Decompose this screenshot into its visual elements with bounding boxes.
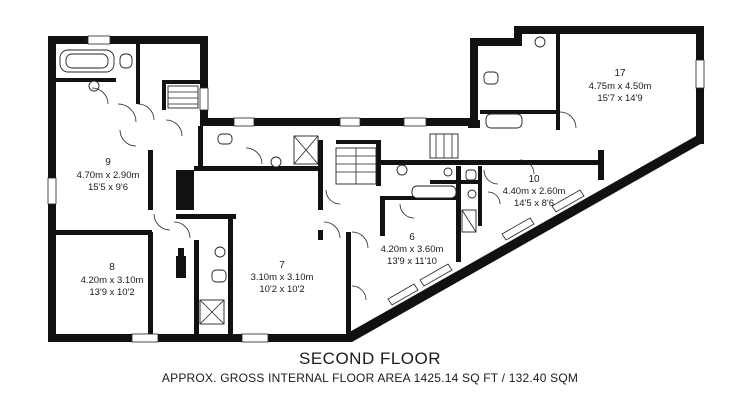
room-9-metric: 4.70m x 2.90m: [77, 170, 140, 181]
room-8-number: 8: [109, 262, 115, 273]
room-7-imperial: 10'2 x 10'2: [259, 284, 304, 295]
room-6-number: 6: [409, 232, 415, 243]
door-swings: [91, 87, 577, 301]
floor-area-caption: APPROX. GROSS INTERNAL FLOOR AREA 1425.1…: [161, 371, 579, 385]
room-10-metric: 4.40m x 2.60m: [503, 186, 566, 197]
interior-walls: [56, 34, 604, 342]
room-10-imperial: 14'5 x 8'6: [514, 198, 554, 209]
room-17-imperial: 15'7 x 14'9: [597, 93, 642, 104]
room-10-number: 10: [528, 174, 540, 185]
room-7-metric: 3.10m x 3.10m: [251, 272, 314, 283]
floor-title: SECOND FLOOR: [298, 349, 442, 368]
room-8-imperial: 13'9 x 10'2: [89, 287, 134, 298]
room-8-metric: 4.20m x 3.10m: [81, 275, 144, 286]
room-7-number: 7: [279, 260, 285, 271]
room-6-imperial: 13'9 x 11'10: [387, 256, 437, 267]
room-9-imperial: 15'5 x 9'6: [88, 182, 128, 193]
room-17-number: 17: [614, 68, 626, 79]
windows: [47, 35, 705, 343]
bathroom-fixtures: [59, 36, 546, 325]
room-labels: 17 4.75m x 4.50m 15'7 x 14'9 9 4.70m x 2…: [77, 68, 652, 298]
room-9-number: 9: [105, 157, 111, 168]
room-6-metric: 4.20m x 3.60m: [381, 244, 444, 255]
room-17-metric: 4.75m x 4.50m: [589, 81, 652, 92]
